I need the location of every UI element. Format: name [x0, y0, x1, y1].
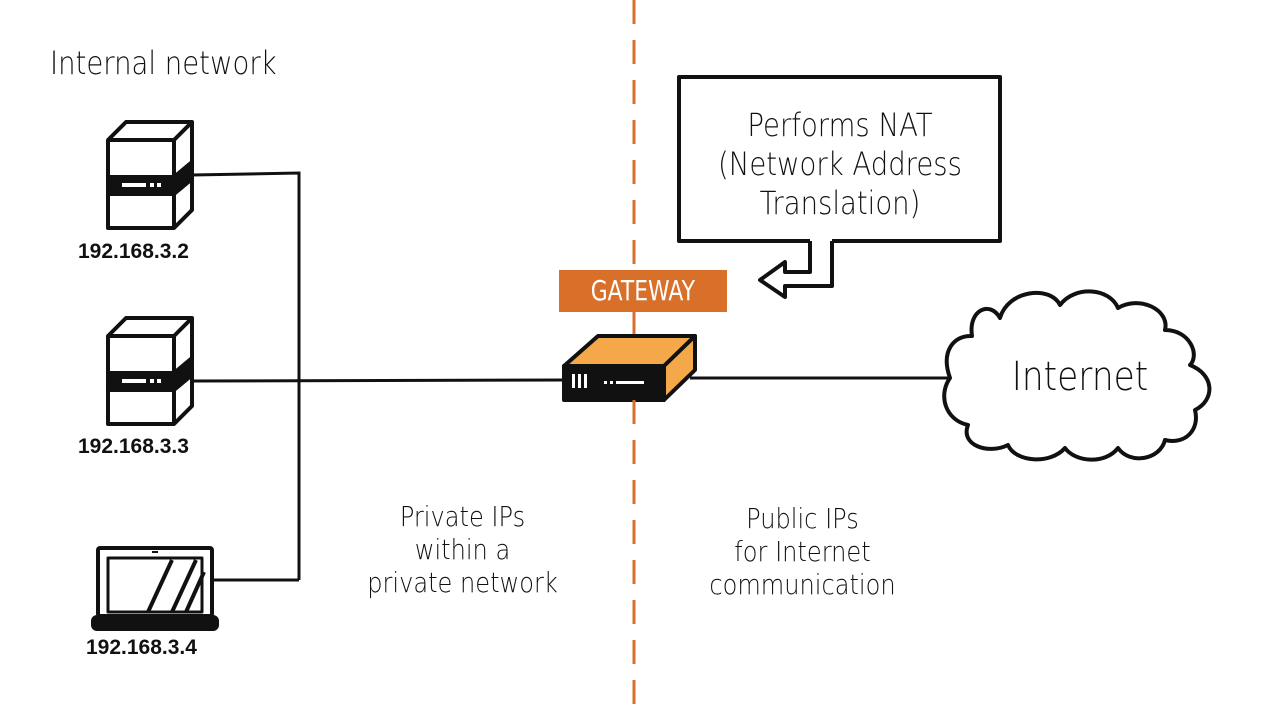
public-caption-line: for Internet — [734, 535, 871, 568]
internet-cloud-icon — [942, 289, 1212, 462]
nat-callout-text: Performs NAT (Network Address Translatio… — [711, 106, 969, 223]
nat-callout-line: Performs NAT — [747, 106, 933, 144]
internal-network-title: Internal network — [50, 44, 277, 82]
server-icon — [106, 120, 194, 230]
gateway-label: GATEWAY — [559, 270, 727, 312]
laptop-ip-label: 192.168.3.4 — [86, 636, 197, 659]
gateway-router-icon — [562, 312, 697, 410]
nat-callout-line: Translation) — [759, 184, 921, 222]
nat-callout-line: (Network Address — [718, 145, 962, 183]
private-caption-line: private network — [367, 566, 558, 599]
server-2-ip-label: 192.168.3.3 — [78, 435, 189, 458]
nat-callout-box — [677, 75, 1002, 299]
public-caption-line: communication — [709, 568, 896, 601]
wire-server-1 — [191, 171, 301, 580]
internet-label: Internet — [1011, 354, 1149, 400]
network-wiring — [191, 171, 948, 582]
server-icon — [106, 316, 194, 426]
server-1-ip-label: 192.168.3.2 — [78, 240, 189, 263]
private-zone-caption: Private IPs within a private network — [357, 500, 568, 599]
wire-server-2 — [191, 378, 567, 383]
laptop-icon — [91, 546, 219, 631]
private-caption-line: Private IPs — [399, 500, 526, 533]
gateway-label-text: GATEWAY — [590, 274, 696, 307]
public-zone-caption: Public IPs for Internet communication — [697, 502, 908, 601]
private-caption-line: within a — [414, 533, 511, 566]
public-caption-line: Public IPs — [746, 502, 859, 535]
